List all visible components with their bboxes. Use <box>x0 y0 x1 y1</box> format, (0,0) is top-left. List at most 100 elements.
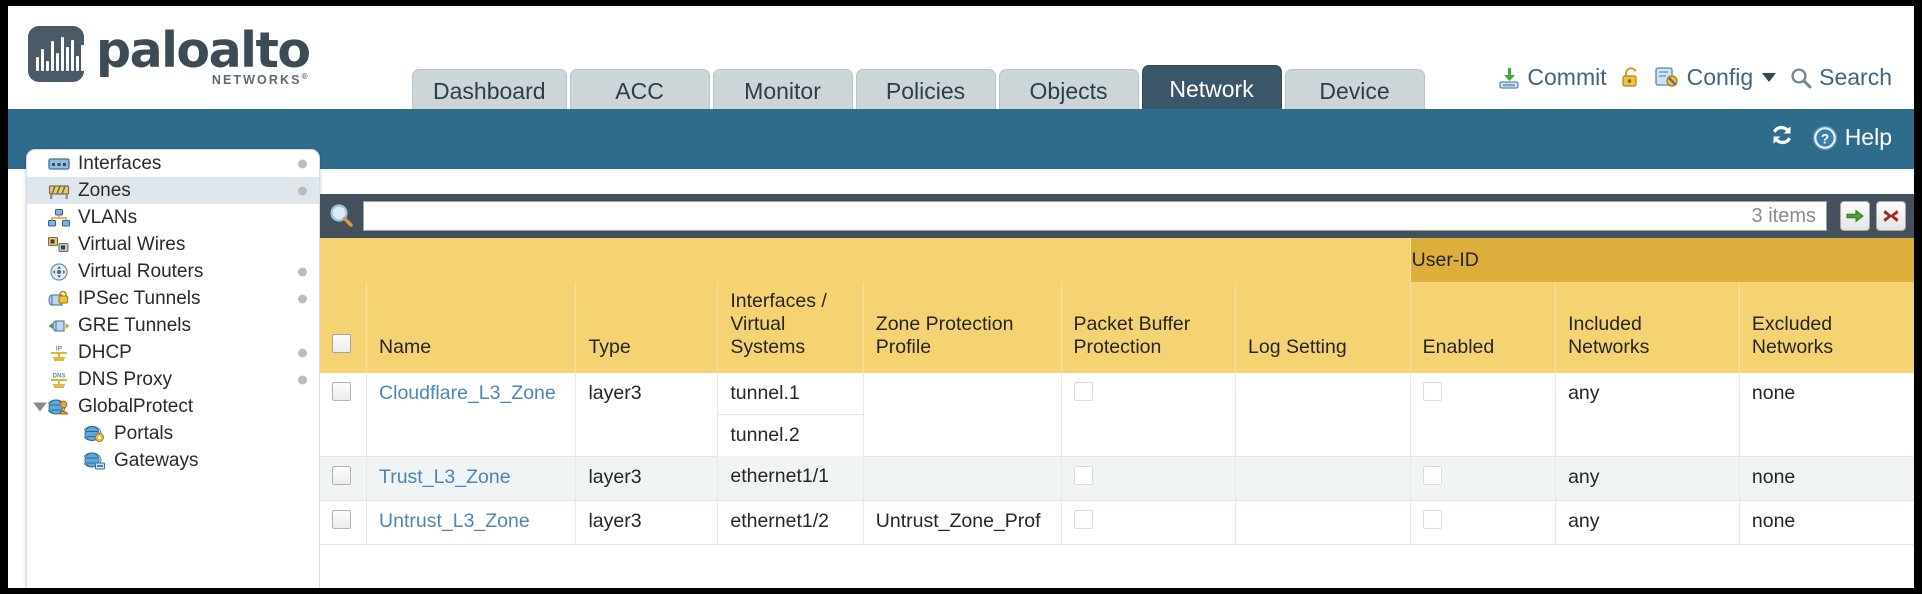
sidebar-item-virtual-wires[interactable]: Virtual Wires <box>27 231 319 258</box>
table-row[interactable]: Trust_L3_Zone layer3 ethernet1/1 any non… <box>320 456 1914 501</box>
column-header-type[interactable]: Type <box>575 282 718 373</box>
packet-buffer-protection-checkbox[interactable] <box>1073 382 1093 401</box>
tab-policies[interactable]: Policies <box>855 69 996 113</box>
header-actions: Commit Config <box>1497 64 1892 91</box>
context-bar-actions: ? Help <box>1768 122 1892 153</box>
tab-device[interactable]: Device <box>1284 69 1425 113</box>
zone-name-link[interactable]: Untrust_L3_Zone <box>379 509 530 532</box>
cell-log-setting <box>1235 456 1411 501</box>
dhcp-icon: IP <box>48 344 70 362</box>
cell-packet-buffer-protection <box>1060 373 1236 457</box>
column-header-packet-buffer-protection[interactable]: Packet Buffer Protection <box>1060 282 1236 373</box>
tab-monitor[interactable]: Monitor <box>712 69 853 113</box>
zones-icon <box>48 182 70 200</box>
column-header-interfaces[interactable]: Interfaces / Virtual Systems <box>717 282 864 373</box>
sidebar-item-label: GlobalProtect <box>78 395 194 417</box>
dns-proxy-icon: DNS <box>48 371 70 389</box>
config-menu[interactable]: Config <box>1654 64 1777 91</box>
row-checkbox[interactable] <box>332 465 351 485</box>
cell-userid-enabled <box>1409 373 1556 457</box>
table-row[interactable]: Untrust_L3_Zone layer3 ethernet1/2 Untru… <box>320 500 1914 545</box>
row-checkbox[interactable] <box>332 382 351 401</box>
cell-type: layer3 <box>575 373 718 457</box>
cell-packet-buffer-protection <box>1060 456 1236 501</box>
userid-enabled-checkbox[interactable] <box>1422 509 1442 529</box>
sidebar-item-portals[interactable]: Portals <box>27 420 319 447</box>
cell-zone-protection-profile <box>862 373 1062 457</box>
sidebar-item-dns-proxy[interactable]: DNS DNS Proxy <box>27 366 319 393</box>
column-header-zone-protection-profile[interactable]: Zone Protection Profile <box>862 282 1062 373</box>
cell-interfaces: ethernet1/2 <box>717 500 864 545</box>
userid-enabled-checkbox[interactable] <box>1422 465 1442 485</box>
sidebar-item-vlans[interactable]: VLANs <box>27 204 319 231</box>
sidebar-item-label: IPSec Tunnels <box>78 287 201 309</box>
status-dot <box>298 375 307 384</box>
table-header-row: Name Type Interfaces / Virtual Systems Z… <box>320 282 1914 373</box>
sidebar-item-label: Virtual Routers <box>78 260 204 282</box>
column-header-included-networks[interactable]: Included Networks <box>1555 282 1740 373</box>
sidebar-item-label: DHCP <box>78 341 132 363</box>
sidebar-item-label: VLANs <box>78 206 138 228</box>
column-header-log-setting[interactable]: Log Setting <box>1235 282 1411 373</box>
search-button[interactable]: Search <box>1789 64 1892 91</box>
cell-log-setting <box>1235 500 1411 545</box>
sidebar-item-dhcp[interactable]: IP DHCP <box>27 339 319 366</box>
select-all-checkbox[interactable] <box>332 334 351 353</box>
tab-network[interactable]: Network <box>1141 65 1282 113</box>
cell-log-setting <box>1235 373 1411 457</box>
cell-included-networks: any <box>1555 456 1740 501</box>
unlock-button[interactable] <box>1620 66 1642 90</box>
globalprotect-icon <box>46 398 70 416</box>
cell-excluded-networks: none <box>1738 456 1914 501</box>
sidebar-item-label: Portals <box>114 422 174 444</box>
apply-filter-button[interactable] <box>1840 201 1870 231</box>
column-header-excluded-networks[interactable]: Excluded Networks <box>1738 282 1914 373</box>
tab-acc[interactable]: ACC <box>569 69 710 113</box>
tab-objects[interactable]: Objects <box>998 69 1139 113</box>
refresh-button[interactable] <box>1768 122 1796 153</box>
table-row[interactable]: Cloudflare_L3_Zone layer3 tunnel.1 tunne… <box>320 373 1914 457</box>
column-header-name[interactable]: Name <box>366 282 576 373</box>
help-label: Help <box>1844 124 1892 150</box>
main-tab-bar[interactable]: Dashboard ACC Monitor Policies Objects N… <box>412 65 1425 113</box>
status-dot <box>298 186 307 195</box>
sidebar-item-ipsec-tunnels[interactable]: IPSec Tunnels <box>27 285 319 312</box>
sidebar-item-label: Interfaces <box>78 152 162 174</box>
help-button[interactable]: ? Help <box>1812 124 1892 151</box>
top-header: paloalto NETWORKS® Dashboard ACC Monitor… <box>8 6 1914 113</box>
app-window: paloalto NETWORKS® Dashboard ACC Monitor… <box>8 6 1914 588</box>
svg-text:DNS: DNS <box>53 373 66 379</box>
expander-triangle-down-icon[interactable] <box>33 402 47 411</box>
search-magnifier-icon[interactable] <box>326 201 356 231</box>
row-select-cell <box>320 500 367 545</box>
chevron-down-icon <box>1762 73 1777 82</box>
sidebar-item-globalprotect[interactable]: GlobalProtect <box>27 393 319 420</box>
sidebar-item-virtual-routers[interactable]: Virtual Routers <box>27 258 319 285</box>
cell-name: Trust_L3_Zone <box>366 456 576 501</box>
filter-input[interactable]: 3 items <box>363 201 1827 231</box>
sidebar-item-interfaces[interactable]: Interfaces <box>27 150 319 177</box>
status-dot <box>298 294 307 303</box>
paloalto-logo: paloalto NETWORKS® <box>28 26 311 87</box>
zone-name-link[interactable]: Trust_L3_Zone <box>379 465 511 488</box>
zone-name-link[interactable]: Cloudflare_L3_Zone <box>379 382 556 404</box>
clear-filter-button[interactable] <box>1876 201 1906 231</box>
tab-dashboard[interactable]: Dashboard <box>412 69 567 113</box>
interfaces-icon <box>48 155 70 173</box>
cell-interfaces: tunnel.1 tunnel.2 <box>717 373 864 456</box>
row-checkbox[interactable] <box>332 509 351 529</box>
sidebar-item-zones[interactable]: Zones <box>27 177 319 204</box>
cell-interfaces: ethernet1/1 <box>717 456 864 501</box>
userid-enabled-checkbox[interactable] <box>1422 382 1442 401</box>
sidebar-item-label: Zones <box>78 179 131 201</box>
sidebar-item-gre-tunnels[interactable]: GRE Tunnels <box>27 312 319 339</box>
help-question-icon: ? <box>1812 125 1837 150</box>
packet-buffer-protection-checkbox[interactable] <box>1073 465 1093 485</box>
sidebar-item-gateways[interactable]: Gateways <box>27 447 319 474</box>
sidebar-item-label: DNS Proxy <box>78 368 172 390</box>
column-header-enabled[interactable]: Enabled <box>1409 282 1556 373</box>
cell-name: Cloudflare_L3_Zone <box>366 373 576 457</box>
commit-button[interactable]: Commit <box>1497 64 1607 91</box>
cell-type: layer3 <box>575 500 718 545</box>
packet-buffer-protection-checkbox[interactable] <box>1073 509 1093 529</box>
